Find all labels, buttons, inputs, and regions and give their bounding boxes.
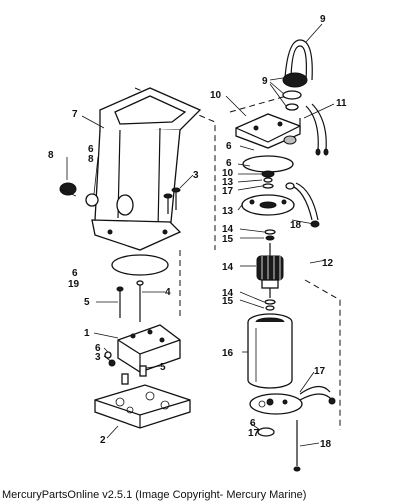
armature-washers-lower — [264, 299, 276, 311]
manifold-base-part — [94, 384, 191, 429]
callout-6-lower: 6 — [250, 418, 256, 429]
through-bolt-part — [293, 420, 301, 472]
callout-15-upper: 15 — [222, 234, 234, 245]
callout-14-armature: 14 — [222, 262, 234, 273]
callout-17-lower: 17 — [248, 428, 260, 439]
pump-body-part — [117, 324, 181, 373]
callout-6-endcap: 6 — [226, 141, 232, 152]
callout-18-bolt: 18 — [320, 439, 332, 450]
callout-6-oring: 6 — [72, 268, 78, 279]
callout-16: 16 — [222, 348, 234, 359]
lower-brush-plate-part — [249, 385, 336, 415]
callout-labels: 9 9 10 11 7 6 8 6 8 3 6 10 13 17 13 18 1… — [48, 14, 347, 450]
copyright-footer: MercuryPartsOnline v2.5.1 (Image Copyrig… — [2, 489, 307, 501]
callout-8-plug: 8 — [88, 154, 94, 165]
callout-11: 11 — [336, 98, 347, 109]
callout-18-lead: 18 — [290, 220, 302, 231]
callout-13-washers: 13 — [222, 177, 234, 188]
callout-5-pin: 5 — [160, 362, 166, 373]
callout-14-lower: 14 — [222, 288, 234, 299]
washer-stack-part — [261, 170, 275, 189]
callout-6-washers: 6 — [226, 158, 232, 169]
callout-5-bolt: 5 — [84, 297, 90, 308]
callout-7: 7 — [72, 109, 78, 120]
motor-frame-part — [247, 313, 293, 389]
bolt-and-stud-part — [116, 280, 144, 322]
callout-6-plug: 6 — [88, 144, 94, 155]
callout-19: 19 — [68, 279, 80, 290]
callout-4: 4 — [165, 287, 171, 298]
housing-screws-part — [163, 187, 181, 214]
callout-17-washers: 17 — [222, 186, 234, 197]
motor-leads-part — [282, 39, 329, 156]
callout-17-plate: 17 — [314, 366, 326, 377]
callout-3-valve: 3 — [95, 352, 101, 363]
callout-3-top: 3 — [193, 170, 199, 181]
armature-part — [256, 243, 284, 298]
callout-6-valve: 6 — [95, 343, 101, 354]
brush-lead-part — [285, 182, 320, 228]
leader-lines — [66, 23, 335, 447]
callout-1: 1 — [84, 328, 90, 339]
callout-15-lower: 15 — [222, 296, 234, 307]
callout-12: 12 — [322, 258, 334, 269]
callout-14-upper: 14 — [222, 224, 234, 235]
callout-9-top: 9 — [320, 14, 326, 25]
end-cap-part — [235, 113, 301, 149]
fill-plug-part — [59, 182, 99, 207]
callout-10-washers: 10 — [222, 168, 234, 179]
callout-8: 8 — [48, 150, 54, 161]
callout-13-plate: 13 — [222, 206, 234, 217]
callout-10-top: 10 — [210, 90, 222, 101]
brush-plate-part — [241, 194, 295, 216]
oring-reservoir-part — [111, 254, 169, 276]
oring-lower-part — [257, 427, 275, 437]
reservoir-housing-part — [91, 87, 202, 251]
armature-washers-upper — [264, 229, 276, 241]
oring-endcap-part — [242, 155, 294, 173]
callout-2: 2 — [100, 435, 106, 446]
check-valve-parts — [104, 351, 147, 385]
callout-9-middle: 9 — [262, 76, 268, 87]
